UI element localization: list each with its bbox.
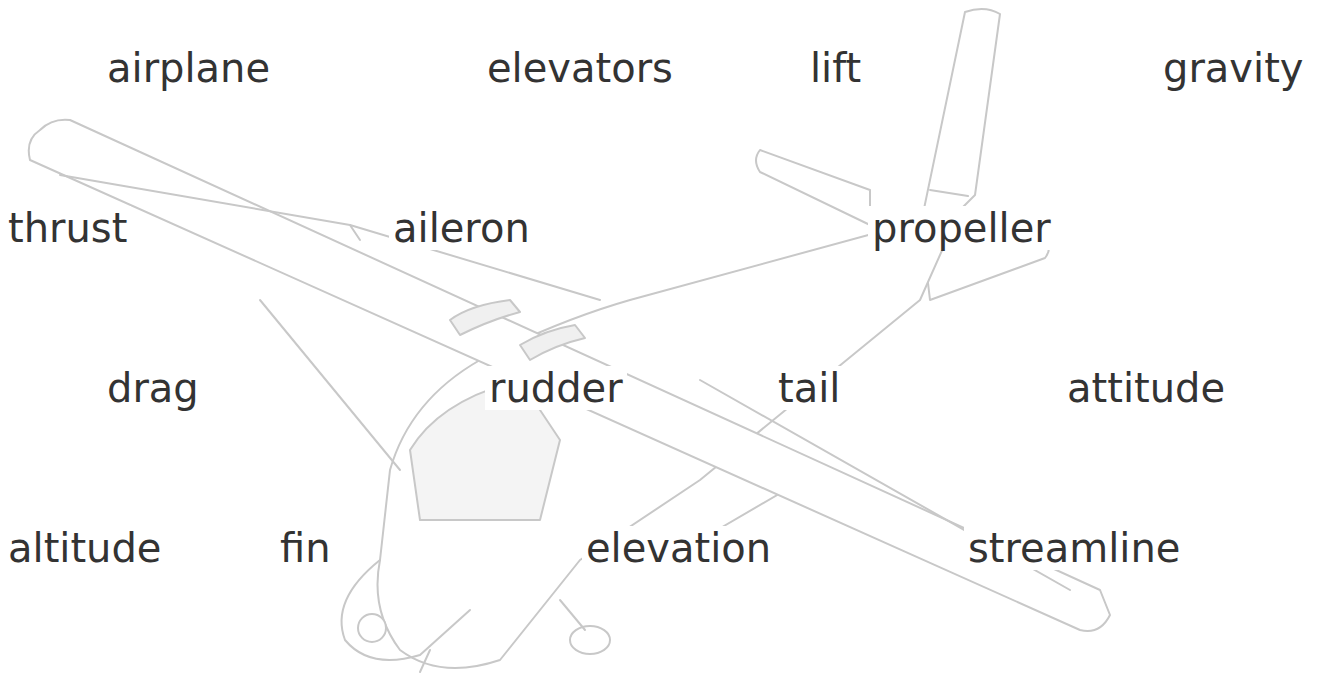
word-bank-term: propeller <box>868 206 1055 250</box>
word-bank-term: airplane <box>103 46 274 90</box>
word-bank-term: rudder <box>485 366 627 410</box>
word-bank-term: fin <box>276 526 335 570</box>
word-bank-term: streamline <box>964 526 1184 570</box>
word-bank-term: aileron <box>389 206 534 250</box>
word-bank-term: attitude <box>1063 366 1229 410</box>
word-bank-term: gravity <box>1159 46 1308 90</box>
word-bank-term: thrust <box>4 206 131 250</box>
word-bank-term: elevation <box>582 526 775 570</box>
word-bank-term: drag <box>103 366 203 410</box>
word-bank-term: elevators <box>483 46 677 90</box>
word-bank-term: lift <box>806 46 865 90</box>
word-bank-term: altitude <box>4 526 165 570</box>
word-bank-term: tail <box>774 366 844 410</box>
